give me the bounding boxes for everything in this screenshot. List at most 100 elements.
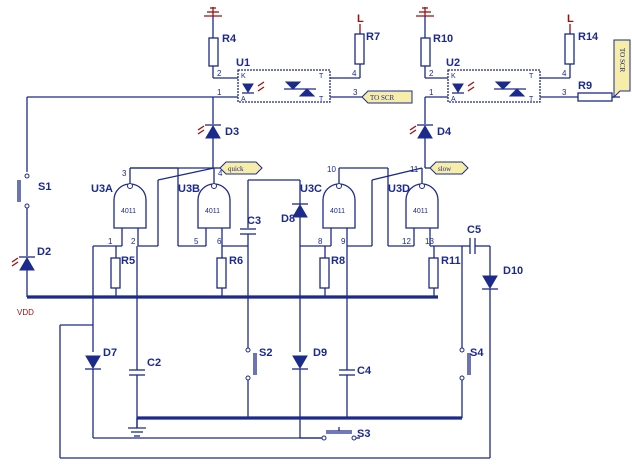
resistor-r5 <box>110 257 121 289</box>
switch-s4-terminal-bottom <box>459 375 465 381</box>
opto-u2-k: K <box>451 73 456 80</box>
nand-gate-u3b <box>197 183 231 229</box>
label-s4: S4 <box>470 347 484 359</box>
label-u3d: U3D <box>388 183 410 195</box>
switch-s3-terminal-right <box>351 435 357 441</box>
diode-d7 <box>85 355 101 369</box>
switch-s2-terminal-bottom <box>245 375 251 381</box>
pin-u3c-9: 9 <box>341 237 346 246</box>
label-d10: D10 <box>503 265 523 277</box>
ground-symbol-bottom <box>128 427 146 437</box>
pin-u3a-1: 1 <box>108 237 113 246</box>
diode-d2 <box>19 257 35 271</box>
svg-text:quick: quick <box>228 165 244 173</box>
svg-text:slow: slow <box>438 165 452 173</box>
resistor-r9 <box>577 92 613 102</box>
resistor-r10 <box>420 37 431 67</box>
label-s2: S2 <box>259 347 272 359</box>
nand-gate-u3a <box>113 183 147 229</box>
resistor-r4 <box>208 37 219 67</box>
pin-u3b-5: 5 <box>194 237 199 246</box>
pin-u3c-10: 10 <box>327 165 336 174</box>
label-c4: C4 <box>357 365 372 377</box>
switch-s1-terminal-top <box>24 173 30 179</box>
resistor-r11 <box>428 257 439 289</box>
resistor-r7 <box>354 33 365 65</box>
opto-u1-t2: T <box>319 96 324 103</box>
label-d9: D9 <box>313 347 327 359</box>
diode-d4 <box>417 125 433 139</box>
diode-d10 <box>482 275 498 289</box>
pin-u3c-8: 8 <box>318 237 323 246</box>
label-d3: D3 <box>225 126 239 138</box>
pin-u2-3: 3 <box>562 88 567 97</box>
label-r5: R5 <box>121 255 135 267</box>
tag-slow: slow <box>429 161 469 175</box>
label-d2: D2 <box>37 246 51 258</box>
chip-u3b: 4011 <box>205 208 220 215</box>
label-r10: R10 <box>433 33 453 45</box>
resistor-r8 <box>319 257 330 289</box>
pin-u1-1: 1 <box>217 88 222 97</box>
pin-u3a-2: 2 <box>131 237 136 246</box>
pin-u1-3: 3 <box>353 88 358 97</box>
label-r7: R7 <box>366 31 380 43</box>
opto-u2-t1: T <box>529 73 534 80</box>
switch-s1-terminal-bottom <box>24 203 30 209</box>
label-r14: R14 <box>578 31 599 43</box>
switch-s3-terminal-left <box>321 435 327 441</box>
switch-s4-terminal-top <box>459 347 465 353</box>
resistor-r6 <box>216 257 227 289</box>
pin-u3a-3: 3 <box>122 169 127 178</box>
label-l-1: L <box>357 13 364 25</box>
chip-u3c: 4011 <box>330 208 345 215</box>
label-vdd: VDD <box>17 308 34 317</box>
tag-quick: quick <box>219 161 263 175</box>
label-d7: D7 <box>103 347 117 359</box>
ground-symbol-top-left <box>204 7 222 17</box>
resistor-r14 <box>564 33 575 65</box>
diode-d9 <box>292 355 308 369</box>
optocoupler-u2: K A T T <box>447 69 541 103</box>
optocoupler-u1: K A T T <box>237 69 331 103</box>
opto-u2-t2: T <box>529 96 534 103</box>
label-s1: S1 <box>38 181 51 193</box>
label-u3a: U3A <box>91 183 113 195</box>
tag-to-scr-1: TO SCR <box>361 90 413 104</box>
diode-d8 <box>292 204 308 218</box>
chip-u3d: 4011 <box>413 208 428 215</box>
label-c2: C2 <box>147 357 161 369</box>
label-r8: R8 <box>331 255 345 267</box>
label-u3b: U3B <box>178 183 200 195</box>
label-r11: R11 <box>441 255 461 267</box>
label-c5: C5 <box>467 224 481 236</box>
label-r9: R9 <box>578 80 592 92</box>
diode-d3 <box>205 125 221 139</box>
label-u2: U2 <box>446 57 460 69</box>
pin-u3d-13: 13 <box>425 237 434 246</box>
pin-u1-2: 2 <box>217 69 222 78</box>
pin-u3b-4: 4 <box>218 169 223 178</box>
tag-to-scr-2: TO SCR <box>613 39 631 99</box>
pin-u1-4: 4 <box>352 69 357 78</box>
pin-u3b-6: 6 <box>217 237 222 246</box>
label-r6: R6 <box>229 255 243 267</box>
svg-text:TO SCR: TO SCR <box>370 94 395 102</box>
ground-symbol-top-right <box>416 7 434 17</box>
label-d4: D4 <box>437 126 452 138</box>
label-u1: U1 <box>236 57 250 69</box>
label-u3c: U3C <box>300 183 322 195</box>
opto-u2-a: A <box>451 96 456 103</box>
label-d8: D8 <box>281 213 295 225</box>
nand-gate-u3d <box>405 183 439 229</box>
svg-text:TO SCR: TO SCR <box>618 48 626 73</box>
pin-u3d-12: 12 <box>402 237 411 246</box>
chip-u3a: 4011 <box>121 208 136 215</box>
opto-u1-a: A <box>241 96 246 103</box>
label-l-2: L <box>567 13 574 25</box>
label-s3: S3 <box>357 428 370 440</box>
label-r4: R4 <box>222 33 237 45</box>
pin-u2-4: 4 <box>562 69 567 78</box>
pin-u2-1: 1 <box>429 88 434 97</box>
